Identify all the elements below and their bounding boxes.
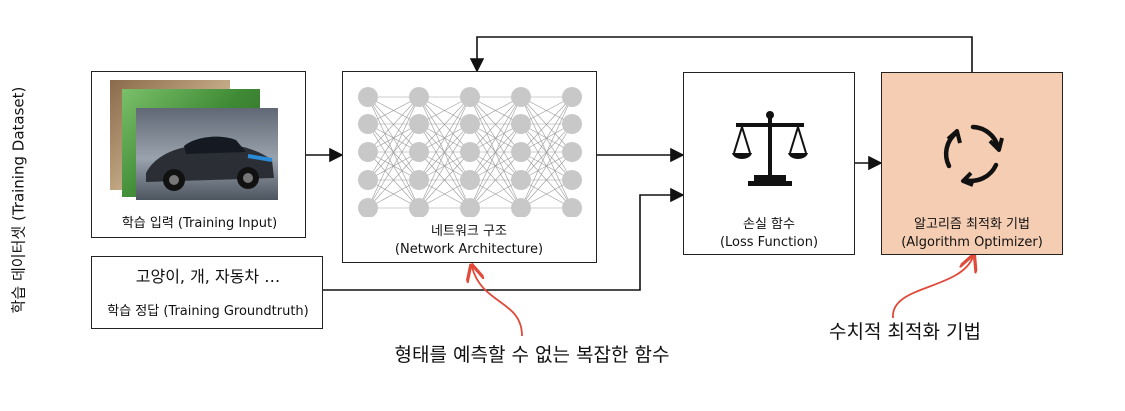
network-node [511,87,531,107]
training-input-caption: 학습 입력 (Training Input) [121,216,278,231]
dataset-label: 학습 데이터셋 (Training Dataset) [9,86,28,314]
network-node [511,170,531,190]
network-edge [520,96,573,181]
arrow-groundtruth-to-loss [322,187,685,291]
network-node [409,142,429,162]
network-node [358,198,378,217]
network-node [562,198,582,217]
loss-title: 손실 함수 [743,217,795,232]
network-node [409,170,429,190]
network-node [562,87,582,107]
network-node [358,170,378,190]
network-node [511,198,531,217]
neural-network-diagram [358,87,582,217]
network-edge [469,151,522,209]
network-edge [418,151,471,209]
balance-scale-icon [732,111,808,186]
optimizer-title: 알고리즘 최적화 기법 [914,217,1030,232]
network-node [460,87,480,107]
network-edge [469,96,522,209]
network-edge [418,96,471,181]
network-edge [418,96,471,209]
annotation-arrow-network [472,267,523,337]
network-node [409,87,429,107]
network-node [358,87,378,107]
optimizer-subtitle: (Algorithm Optimizer) [901,235,1043,250]
loss-function-box: 손실 함수 (Loss Function) [683,72,855,255]
network-edge [367,123,420,209]
annotation-arrow-optimizer [892,257,973,319]
training-input-box: 학습 입력 (Training Input) [91,71,306,238]
network-edge [520,123,573,209]
network-edge [418,123,471,209]
network-node [562,170,582,190]
network-edge [520,151,573,209]
refresh-cycle-icon [943,124,1004,187]
network-edge [367,96,420,181]
network-edge [469,123,522,209]
network-edge [367,151,420,209]
network-node [460,114,480,134]
network-annotation: 형태를 예측할 수 없는 복잡한 함수 [394,344,670,366]
groundtruth-box: 고양이, 개, 자동차 … 학습 정답 (Training Groundtrut… [91,256,323,329]
network-edge [469,96,522,181]
groundtruth-examples: 고양이, 개, 자동차 … [135,267,281,286]
optimizer-annotation: 수치적 최적화 기법 [829,321,981,343]
network-architecture-box: 네트워크 구조 (Network Architecture) [342,71,597,263]
network-title: 네트워크 구조 [431,224,507,239]
network-node [358,114,378,134]
network-edge [469,96,522,153]
network-subtitle: (Network Architecture) [394,242,544,257]
network-node [562,142,582,162]
car-image-icon [146,136,274,191]
network-edge [418,96,471,153]
network-node [409,114,429,134]
network-edge [367,96,420,209]
network-node [358,142,378,162]
network-node [409,198,429,217]
network-node [511,114,531,134]
network-node [562,114,582,134]
groundtruth-caption: 학습 정답 (Training Groundtruth) [107,304,309,319]
network-edge [520,96,573,153]
network-node [460,142,480,162]
loss-subtitle: (Loss Function) [719,235,819,250]
training-images-stack [92,72,307,212]
network-edge [520,96,573,209]
network-edge [367,96,420,153]
network-node [511,142,531,162]
arrow-feedback [469,36,973,73]
network-node [460,198,480,217]
training-image-front [136,108,278,200]
algorithm-optimizer-box: 알고리즘 최적화 기법 (Algorithm Optimizer) [881,72,1063,255]
network-node [460,170,480,190]
